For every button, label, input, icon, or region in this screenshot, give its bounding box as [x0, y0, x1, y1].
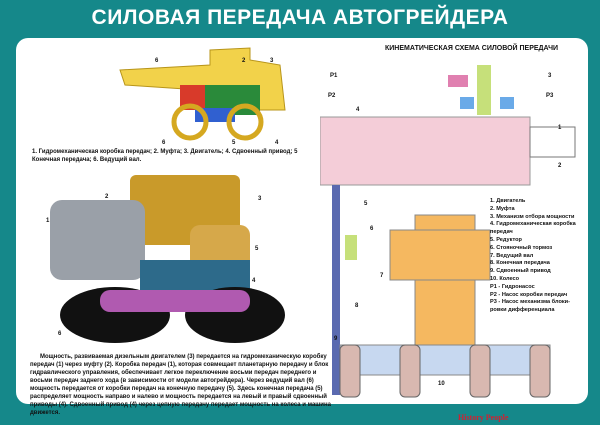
svg-text:8: 8	[355, 303, 359, 309]
svg-text:5: 5	[364, 201, 368, 207]
svg-text:4: 4	[275, 140, 279, 145]
legend-item: 3. Механизм отбора мощности	[490, 213, 575, 220]
legend-item: ровки дифференциала	[490, 307, 555, 314]
legend-item: Р2 - Насос коробки передач	[490, 291, 568, 298]
svg-text:5: 5	[255, 246, 259, 252]
powertrain-3d-illustration: 2 1 3 5 6 4	[46, 175, 285, 343]
legend-item: 7. Ведущий вал	[490, 252, 534, 259]
svg-text:6: 6	[370, 226, 374, 232]
svg-text:2: 2	[105, 194, 109, 200]
svg-text:Р2: Р2	[328, 93, 336, 99]
svg-text:2: 2	[558, 163, 562, 169]
svg-text:1: 1	[558, 125, 562, 131]
legend-item: 5. Редуктор	[490, 236, 522, 243]
svg-text:5: 5	[232, 140, 236, 145]
legend-item: 9. Сдвоенный привод	[490, 268, 551, 275]
svg-text:9: 9	[334, 336, 338, 342]
svg-text:3: 3	[270, 58, 274, 64]
legend-item: передач	[490, 229, 513, 236]
grader-diagram: 6 2 3 6 5 4	[119, 47, 286, 145]
kinematic-schema: 3 1 2 Р1 Р2 Р3 4 5 6 7 8 9 10	[320, 65, 576, 398]
legend-item: 6. Стояночный тормоз	[490, 244, 553, 251]
svg-text:4: 4	[356, 107, 360, 113]
svg-text:6: 6	[162, 140, 166, 145]
svg-text:2: 2	[242, 58, 246, 64]
legend-item: Р3 - Насос механизма блоки-	[490, 299, 570, 306]
svg-text:3: 3	[548, 73, 552, 79]
description-text: Мощность, развиваемая дизельным двигател…	[30, 354, 331, 416]
legend-item: Р1 - Гидронасос	[490, 283, 535, 290]
grader-caption: 1. Гидромеханическая коробка передач; 2.…	[32, 149, 298, 163]
legend-item: 10. Колесо	[490, 275, 520, 282]
legend-item: 2. Муфта	[490, 205, 515, 212]
svg-text:6: 6	[155, 58, 159, 64]
footer-brand: History People	[458, 413, 508, 422]
schema-title: КИНЕМАТИЧЕСКАЯ СХЕМА СИЛОВОЙ ПЕРЕДАЧИ	[385, 45, 559, 52]
legend-item: 1. Двигатель	[490, 198, 526, 204]
svg-text:Р3: Р3	[546, 93, 554, 99]
svg-text:Р1: Р1	[330, 73, 338, 79]
svg-text:3: 3	[258, 196, 262, 202]
brand-logo: History People	[458, 413, 509, 422]
svg-text:1: 1	[46, 218, 50, 224]
legend-item: 8. Конечная передача	[490, 260, 550, 267]
svg-text:10: 10	[438, 381, 445, 387]
svg-text:6: 6	[58, 331, 62, 337]
legend-item: 4. Гидромеханическая коробка	[490, 221, 576, 228]
schema-legend: 1. Двигатель 2. Муфта 3. Механизм отбора…	[490, 198, 580, 315]
svg-text:4: 4	[252, 278, 256, 284]
page-title: СИЛОВАЯ ПЕРЕДАЧА АВТОГРЕЙДЕРА	[91, 6, 509, 29]
svg-text:7: 7	[380, 273, 384, 279]
